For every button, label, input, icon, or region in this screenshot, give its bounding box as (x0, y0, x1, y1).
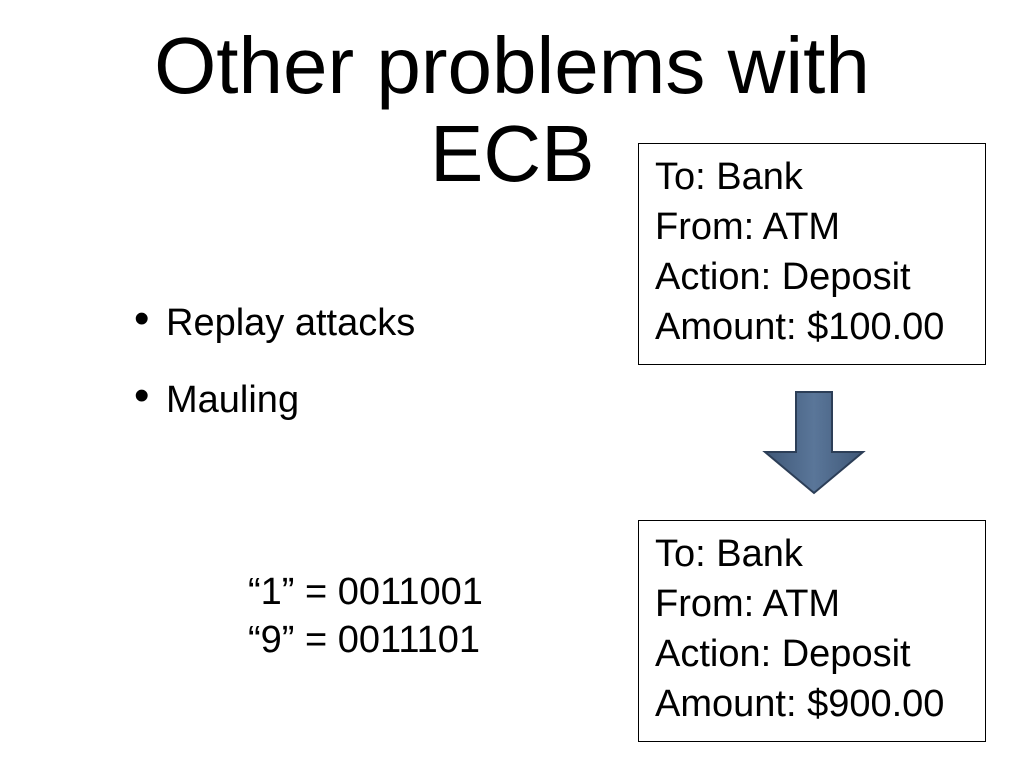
bullet-icon: • (134, 294, 150, 343)
bullet-item-mauling: • Mauling (134, 373, 415, 423)
down-arrow-icon (762, 391, 866, 495)
encoding-digit-9: “9” = 0011101 (248, 619, 481, 661)
message-amount: Amount: $100.00 (655, 306, 945, 348)
bullet-label: Replay attacks (166, 302, 416, 344)
message-to: To: Bank (655, 533, 803, 575)
message-from: From: ATM (655, 206, 841, 248)
message-action: Action: Deposit (655, 256, 911, 298)
bullet-label: Mauling (166, 379, 300, 421)
modified-message-box: To: Bank From: ATM Action: Deposit Amoun… (638, 520, 986, 742)
message-amount: Amount: $900.00 (655, 683, 945, 725)
slide-title: Other problems with ECB (0, 22, 1024, 198)
message-action: Action: Deposit (655, 633, 911, 675)
bullet-item-replay-attacks: • Replay attacks (134, 296, 416, 346)
original-message-box: To: Bank From: ATM Action: Deposit Amoun… (638, 143, 986, 365)
bullet-icon: • (134, 371, 150, 420)
message-to: To: Bank (655, 156, 803, 198)
slide-title-line-2: ECB (430, 109, 595, 198)
digit-encoding-list: “1” = 0011001 “9” = 0011101 (248, 568, 483, 664)
slide-title-line-1: Other problems with (154, 21, 870, 110)
bullet-list: • Replay attacks • Mauling (134, 296, 416, 454)
encoding-digit-1: “1” = 0011001 (248, 571, 483, 613)
message-from: From: ATM (655, 583, 841, 625)
